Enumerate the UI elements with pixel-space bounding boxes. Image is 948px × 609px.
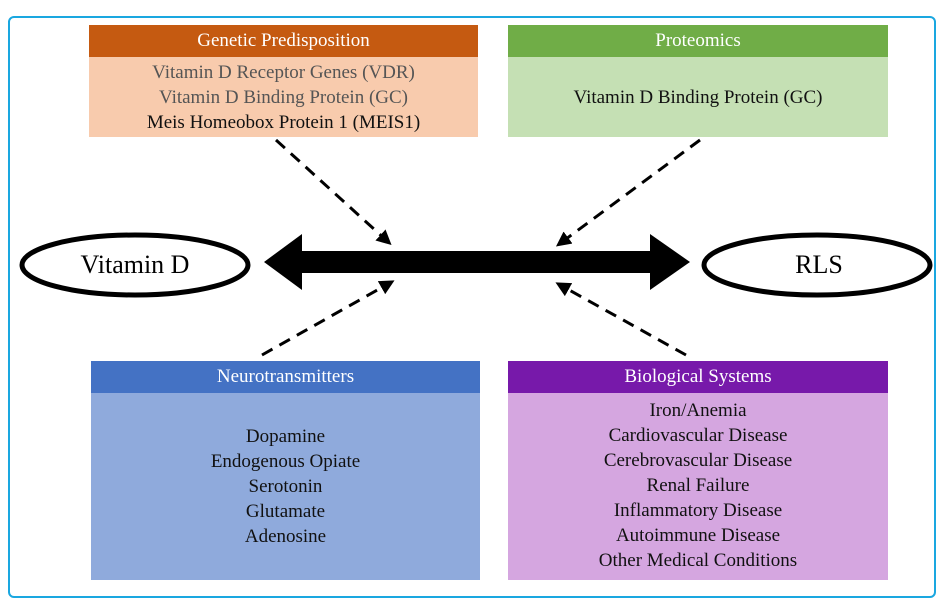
neurotransmitters-title: Neurotransmitters xyxy=(91,361,480,393)
proteomics-list: Vitamin D Binding Protein (GC) xyxy=(508,57,888,137)
neurotransmitters-list: Dopamine Endogenous Opiate Serotonin Glu… xyxy=(91,393,480,580)
proteomics-box: Proteomics Vitamin D Binding Protein (GC… xyxy=(508,25,888,137)
list-item: Autoimmune Disease xyxy=(615,525,781,546)
dashed-arrow-bio xyxy=(555,282,687,357)
dashed-arrow-genetic xyxy=(274,138,392,246)
genetic-predisposition-box: Genetic Predisposition Vitamin D Recepto… xyxy=(89,25,478,137)
genetic-predisposition-title: Genetic Predisposition xyxy=(89,25,478,57)
list-item: Dopamine xyxy=(245,426,326,447)
rls-label: RLS xyxy=(795,250,843,279)
dashed-arrow-proteomics xyxy=(555,138,701,247)
rls-ellipse xyxy=(701,232,933,298)
list-item: Cardiovascular Disease xyxy=(608,425,788,446)
list-item: Meis Homeobox Protein 1 (MEIS1) xyxy=(146,111,421,133)
vitamin-d-label: Vitamin D xyxy=(80,250,190,279)
biological-systems-box: Biological Systems Iron/Anemia Cardiovas… xyxy=(508,361,888,580)
list-item: Adenosine xyxy=(244,526,327,547)
proteomics-title: Proteomics xyxy=(508,25,888,57)
list-item: Serotonin xyxy=(248,476,323,497)
list-item: Cerebrovascular Disease xyxy=(603,450,793,471)
vitamin-d-ellipse xyxy=(19,232,251,298)
genetic-predisposition-list: Vitamin D Receptor Genes (VDR) Vitamin D… xyxy=(89,57,478,137)
list-item: Endogenous Opiate xyxy=(210,451,361,472)
list-item: Other Medical Conditions xyxy=(598,550,798,571)
list-item: Renal Failure xyxy=(646,475,750,496)
list-item: Iron/Anemia xyxy=(649,400,747,421)
list-item: Vitamin D Receptor Genes (VDR) xyxy=(152,61,415,83)
biological-systems-title: Biological Systems xyxy=(508,361,888,393)
list-item: Glutamate xyxy=(245,501,326,522)
list-item: Vitamin D Binding Protein (GC) xyxy=(573,86,823,108)
list-item: Inflammatory Disease xyxy=(613,500,783,521)
list-item: Vitamin D Binding Protein (GC) xyxy=(158,86,408,108)
biological-systems-list: Iron/Anemia Cardiovascular Disease Cereb… xyxy=(508,393,888,580)
bidirectional-arrow xyxy=(264,234,690,290)
neurotransmitters-box: Neurotransmitters Dopamine Endogenous Op… xyxy=(91,361,480,580)
diagram-frame xyxy=(8,16,936,598)
dashed-arrow-neuro xyxy=(261,280,395,357)
